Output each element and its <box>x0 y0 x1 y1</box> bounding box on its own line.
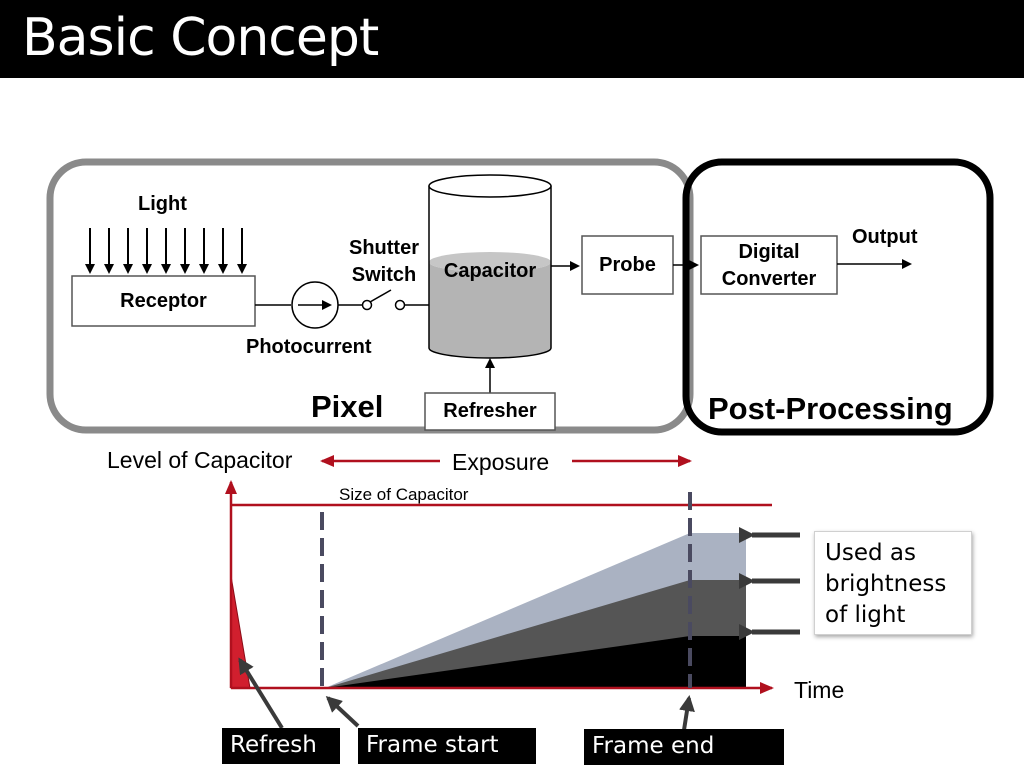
post-processing-label: Post-Processing <box>708 391 953 426</box>
shutter-label: Shutter <box>349 237 419 259</box>
refresher-box <box>424 392 556 431</box>
capacity-label: Size of Capacitor <box>339 485 469 504</box>
x-axis-label: Time <box>794 677 845 703</box>
brightness-note: Used as brightness of light <box>814 531 972 635</box>
note-line-2: brightness <box>825 571 947 597</box>
digital-converter-box <box>700 235 838 295</box>
switch-icon <box>361 289 406 311</box>
post-processing-frame <box>682 158 994 436</box>
probe-box <box>581 235 674 295</box>
pixel-frame <box>46 158 694 434</box>
switch-label: Switch <box>351 264 417 286</box>
digital-label: Digital <box>738 241 800 263</box>
refresher-label: Refresher <box>443 400 537 422</box>
photocurrent-label: Photocurrent <box>246 336 372 358</box>
ammeter-icon <box>291 281 339 329</box>
y-axis-label: Level of Capacitor <box>107 447 293 473</box>
light-label: Light <box>138 193 187 215</box>
title-bar: Basic Concept <box>0 0 1024 78</box>
capacitor-label: Capacitor <box>443 260 537 282</box>
note-line-1: Used as <box>825 540 916 566</box>
exposure-label: Exposure <box>452 449 550 475</box>
note-line-3: of light <box>825 602 906 628</box>
refresh-pointer <box>238 657 284 730</box>
page-title: Basic Concept <box>22 8 379 68</box>
output-label: Output <box>852 226 918 248</box>
refresh-tag: Refresh <box>222 728 340 764</box>
receptor-label: Receptor <box>120 290 207 312</box>
pixel-label: Pixel <box>311 389 384 424</box>
capacitor-cylinder <box>428 174 552 359</box>
frame-end-pointer <box>679 695 695 731</box>
level-area-dark <box>325 636 746 688</box>
frame-start-pointer <box>325 695 360 728</box>
light-arrows <box>85 228 247 274</box>
frame-end-tag: Frame end <box>584 729 784 765</box>
probe-label: Probe <box>599 254 656 276</box>
receptor-box <box>71 275 256 327</box>
frame-start-tag: Frame start <box>358 728 536 764</box>
converter-label: Converter <box>721 268 817 290</box>
